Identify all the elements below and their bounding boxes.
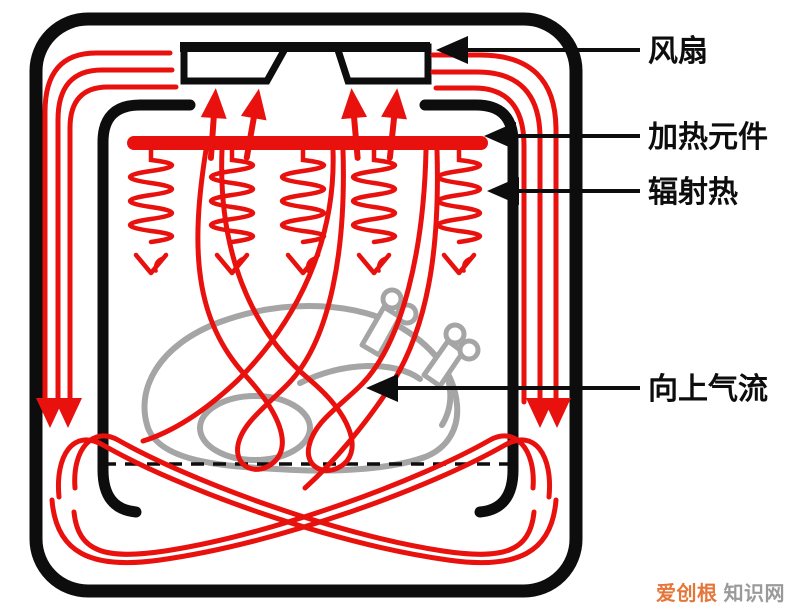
right-channel-flow (430, 52, 559, 405)
oven-outer-shell (29, 12, 583, 598)
label-radiant-heat: 辐射热 (648, 176, 738, 209)
turkey-thigh (197, 393, 313, 463)
fan-blade-right (332, 43, 432, 85)
fan-blade-left (180, 43, 292, 85)
diagram-labels: 风扇 加热元件 辐射热 向上气流 (648, 35, 768, 406)
callout-lines (382, 48, 640, 390)
heat-airflow-layer (36, 50, 571, 566)
turkey-wing-line (297, 363, 423, 386)
radiant-coil-icon (438, 146, 480, 273)
fan-top-bar (180, 42, 430, 52)
label-upward-airflow: 向上气流 (648, 373, 768, 406)
down-arrow-icon (54, 398, 82, 428)
radiant-coil-icon (130, 146, 172, 273)
turkey-drumstick-2 (421, 322, 481, 389)
down-arrow-icon (543, 398, 571, 428)
watermark-brand: 爱创根 (656, 581, 718, 605)
label-heating-element: 加热元件 (648, 121, 768, 154)
cavity-wall-left (97, 99, 196, 518)
watermark: 爱创根 知识网 (656, 581, 785, 605)
fan-housing (180, 42, 430, 52)
callout-arrowheads (366, 36, 519, 402)
left-arrow-icon (487, 177, 519, 205)
radiant-coil-icon (353, 146, 395, 273)
left-arrow-icon (484, 122, 516, 150)
label-fan: 风扇 (648, 35, 708, 68)
watermark-suffix: 知识网 (724, 581, 786, 605)
bottom-circulation-lines (49, 433, 559, 566)
left-arrow-icon (436, 36, 468, 64)
left-channel-flow (42, 50, 179, 403)
left-arrow-icon (366, 374, 398, 402)
